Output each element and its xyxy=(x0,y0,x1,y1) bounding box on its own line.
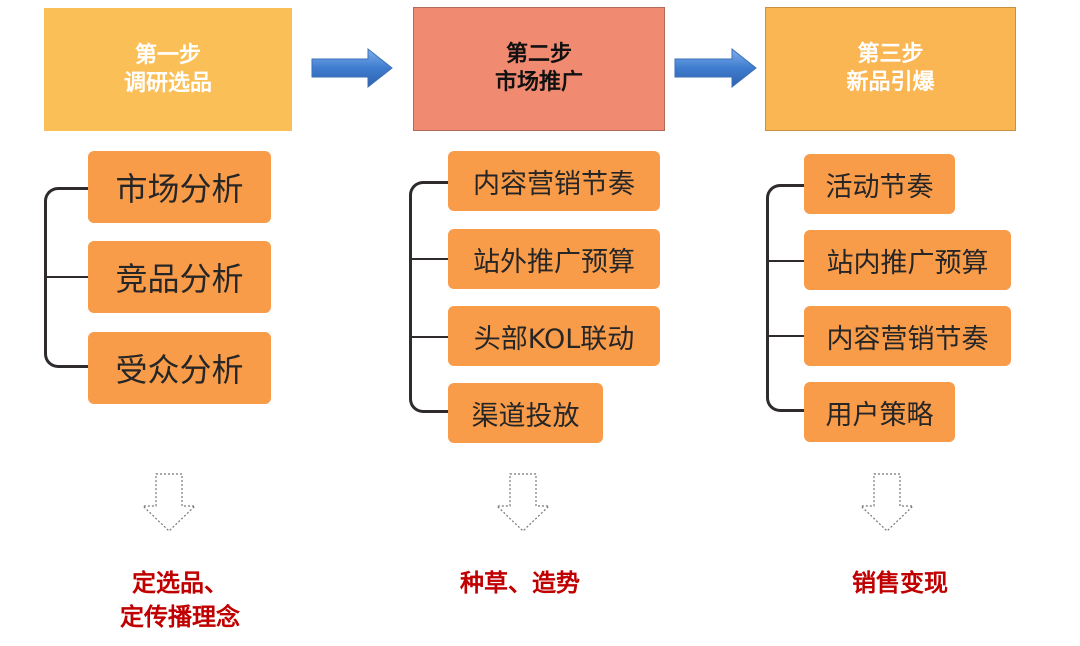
bracket-tick xyxy=(766,260,804,262)
list-item: 渠道投放 xyxy=(448,383,603,443)
list-item: 活动节奏 xyxy=(804,154,955,214)
bracket-line xyxy=(409,181,448,413)
stage-1-box: 第一步 调研选品 xyxy=(44,8,292,131)
stage-3-name: 新品引爆 xyxy=(846,70,935,95)
list-item: 站外推广预算 xyxy=(448,229,660,289)
bracket-tick xyxy=(409,258,448,260)
bracket-tick xyxy=(44,276,88,278)
outcome-line: 定选品、 xyxy=(132,569,228,597)
list-item: 受众分析 xyxy=(88,332,271,404)
list-item: 竞品分析 xyxy=(88,241,271,313)
stage-3-step: 第三步 xyxy=(857,42,924,67)
list-item: 站内推广预算 xyxy=(804,230,1011,290)
stage-2-step: 第二步 xyxy=(505,42,572,67)
stage-1-name: 调研选品 xyxy=(123,70,212,96)
outcome-line: 种草、造势 xyxy=(460,569,580,597)
bracket-tick xyxy=(766,335,804,337)
bracket-tick xyxy=(409,336,448,338)
list-item: 内容营销节奏 xyxy=(448,151,660,211)
right-arrow-icon xyxy=(674,47,757,89)
list-item: 头部KOL联动 xyxy=(448,306,660,366)
list-item: 市场分析 xyxy=(88,151,271,223)
stage-2-name: 市场推广 xyxy=(494,70,583,95)
outcome-line: 定传播理念 xyxy=(120,603,240,631)
stage-2-box: 第二步 市场推广 xyxy=(413,7,665,131)
down-arrow-icon xyxy=(141,473,197,532)
stage-1-step: 第一步 xyxy=(134,42,201,68)
bracket-line xyxy=(766,184,804,412)
stage-3-outcome: 销售变现 xyxy=(800,566,1000,600)
right-arrow-icon xyxy=(311,47,393,89)
stage-3-box: 第三步 新品引爆 xyxy=(765,7,1016,131)
outcome-line: 销售变现 xyxy=(852,569,948,597)
down-arrow-icon xyxy=(495,473,551,532)
stage-2-outcome: 种草、造势 xyxy=(420,566,620,600)
list-item: 内容营销节奏 xyxy=(804,306,1011,366)
list-item: 用户策略 xyxy=(804,382,955,442)
stage-1-outcome: 定选品、 定传播理念 xyxy=(80,566,280,634)
down-arrow-icon xyxy=(859,473,915,532)
